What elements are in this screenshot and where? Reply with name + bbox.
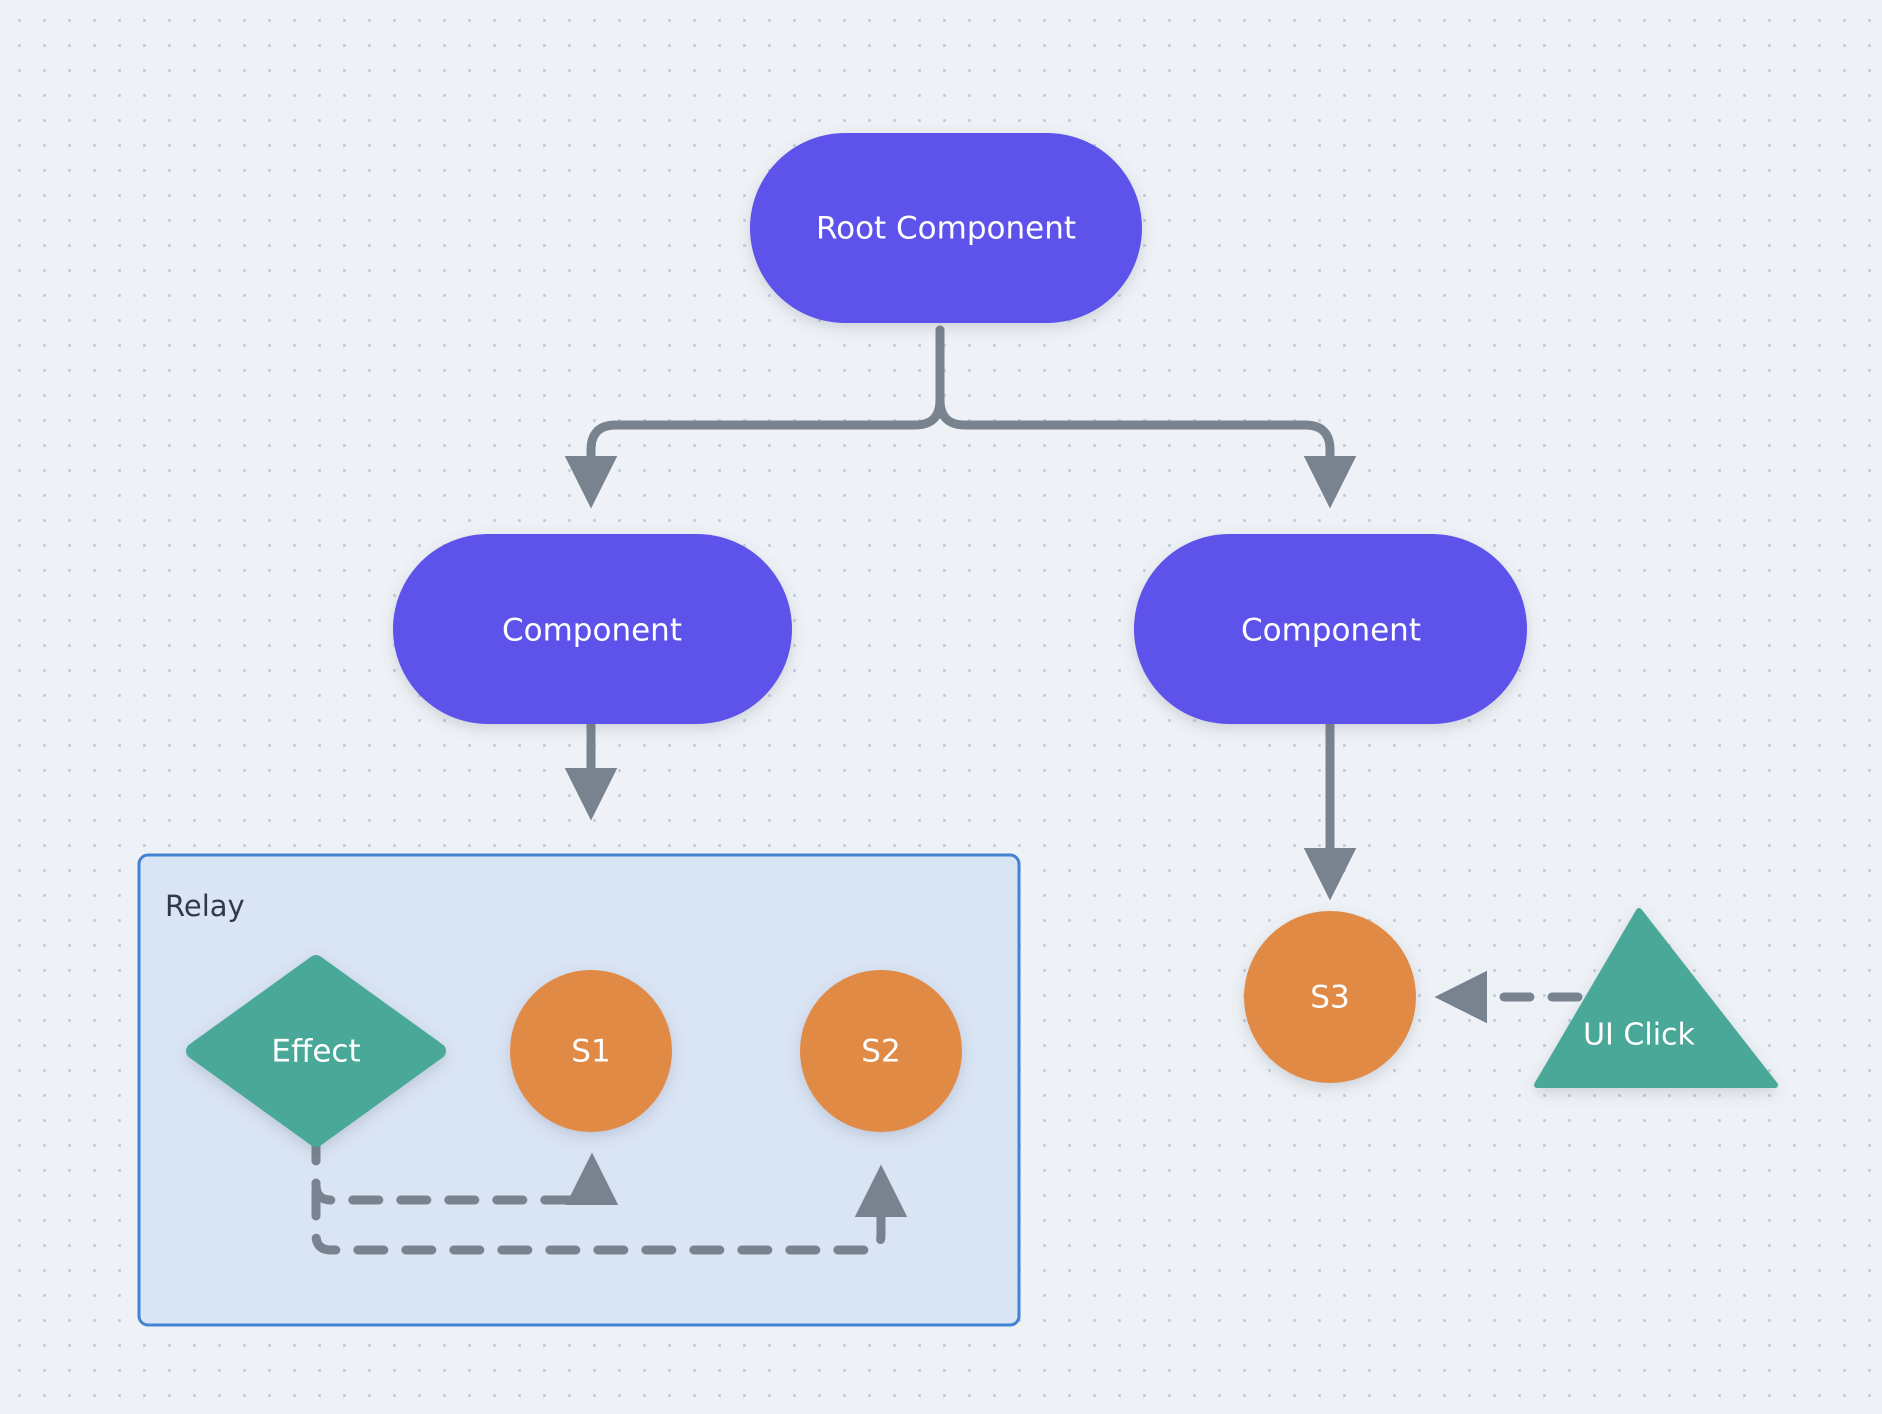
node-component-right[interactable]: Component (1134, 534, 1527, 724)
node-effect-shape (186, 955, 446, 1147)
edge-effect-to-s2 (311, 1164, 908, 1255)
edge-root-to-component-right (935, 325, 1357, 509)
node-root-component[interactable]: Root Component (750, 133, 1142, 323)
node-root-component-shape (750, 133, 1142, 323)
node-s2-shape (800, 970, 962, 1132)
node-s2[interactable]: S2 (800, 970, 962, 1132)
node-ui-click-shape (1534, 908, 1778, 1088)
node-s1[interactable]: S1 (510, 970, 672, 1132)
edge-root-to-components (564, 325, 1357, 509)
node-s3[interactable]: S3 (1244, 911, 1416, 1083)
node-s1-shape (510, 970, 672, 1132)
edge-root-to-component-left (564, 325, 945, 509)
group-relay-label: Relay (165, 889, 245, 923)
node-component-right-shape (1134, 534, 1527, 724)
node-s3-shape (1244, 911, 1416, 1083)
node-component-left[interactable]: Component (393, 534, 792, 724)
node-component-left-shape (393, 534, 792, 724)
